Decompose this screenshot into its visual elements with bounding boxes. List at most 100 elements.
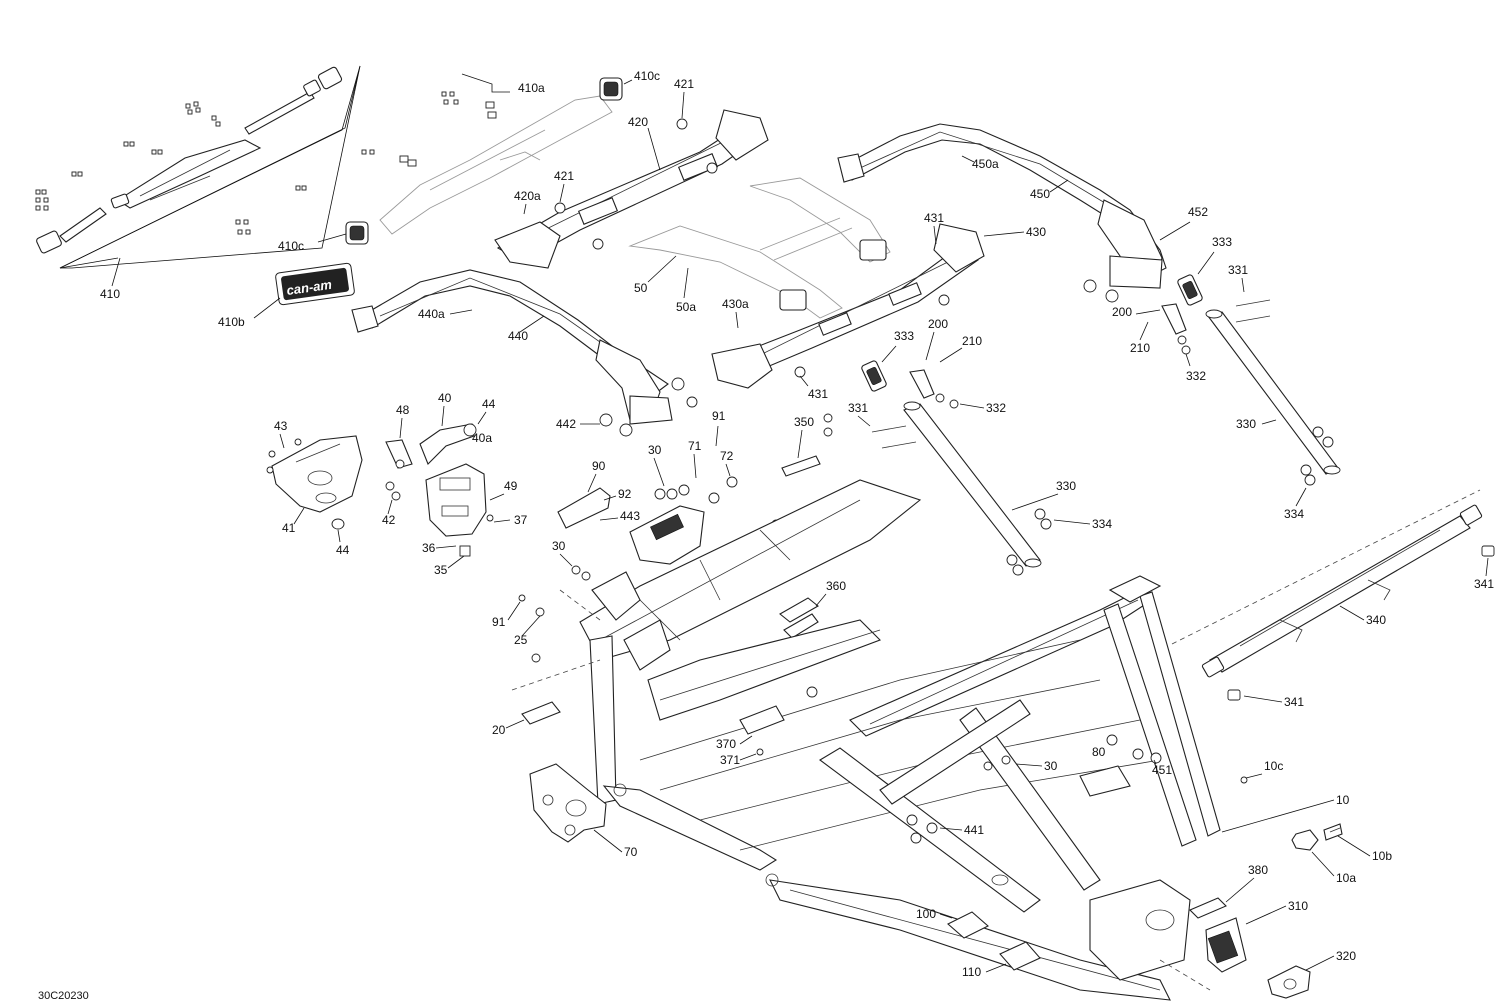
label-440: 440 xyxy=(508,329,528,343)
label-210-right: 210 xyxy=(1130,341,1150,355)
strap-350 xyxy=(781,455,821,477)
driveshaft-hardware xyxy=(35,101,221,211)
label-35: 35 xyxy=(434,563,448,577)
steering-tube-40 xyxy=(419,423,477,465)
label-72: 72 xyxy=(720,449,734,463)
label-443: 443 xyxy=(620,509,640,523)
rear-bar-50-ghost xyxy=(628,177,891,319)
label-332-mid: 332 xyxy=(986,401,1006,415)
label-10c: 10c xyxy=(1264,759,1283,773)
label-333-right: 333 xyxy=(1212,235,1232,249)
center-mount xyxy=(629,505,705,565)
bracket-380 xyxy=(1189,897,1227,919)
label-410a: 410a xyxy=(518,81,545,95)
driveshaft-middle xyxy=(110,139,262,209)
label-10a: 10a xyxy=(1336,871,1356,885)
plate-110 xyxy=(999,941,1041,971)
rollbar-450 xyxy=(837,123,1167,289)
label-450: 450 xyxy=(1030,187,1050,201)
label-370: 370 xyxy=(716,737,736,751)
can-am-logo-decal: can-am xyxy=(275,262,355,306)
label-430: 430 xyxy=(1026,225,1046,239)
steering-bracket-41 xyxy=(271,435,363,513)
label-334-mid: 334 xyxy=(1092,517,1112,531)
bracket-370 xyxy=(739,705,785,735)
label-80: 80 xyxy=(1092,745,1106,759)
label-36: 36 xyxy=(422,541,436,555)
label-431-bottom: 431 xyxy=(808,387,828,401)
label-452: 452 xyxy=(1188,205,1208,219)
label-91-left: 91 xyxy=(492,615,506,629)
label-450a: 450a xyxy=(972,157,999,171)
label-40a: 40a xyxy=(472,431,492,445)
bar-330-mid xyxy=(903,401,1042,568)
label-100: 100 xyxy=(916,907,936,921)
main-frame-10 xyxy=(579,479,1221,1001)
label-331-mid: 331 xyxy=(848,401,868,415)
label-210-mid: 210 xyxy=(962,334,982,348)
label-90: 90 xyxy=(592,459,606,473)
label-332-right: 332 xyxy=(1186,369,1206,383)
label-10: 10 xyxy=(1336,793,1350,807)
label-49: 49 xyxy=(504,479,518,493)
label-42: 42 xyxy=(382,513,396,527)
label-43: 43 xyxy=(274,419,288,433)
driveshaft-upper xyxy=(244,66,343,135)
label-200-right: 200 xyxy=(1112,305,1132,319)
label-334-right: 334 xyxy=(1284,507,1304,521)
label-30-left: 30 xyxy=(552,539,566,553)
label-410: 410 xyxy=(100,287,120,301)
label-25: 25 xyxy=(514,633,528,647)
driveshaft-lower xyxy=(36,207,107,254)
bar-330-right xyxy=(1205,309,1341,475)
label-420a: 420a xyxy=(514,189,541,203)
clamp-410c-bottom xyxy=(345,221,369,245)
tube-340 xyxy=(1201,504,1483,678)
clamp-333-right xyxy=(1177,274,1203,306)
label-442: 442 xyxy=(556,417,576,431)
bracket-20 xyxy=(521,701,561,725)
label-91-top: 91 xyxy=(712,409,726,423)
label-320: 320 xyxy=(1336,949,1356,963)
driveshaft-kit-group: 410 xyxy=(35,65,361,301)
label-421-top: 421 xyxy=(674,77,694,91)
plate-100 xyxy=(947,911,989,939)
steering-mount xyxy=(425,463,487,537)
label-330-mid: 330 xyxy=(1056,479,1076,493)
label-37: 37 xyxy=(514,513,528,527)
bracket-90 xyxy=(557,487,611,529)
bracket-70 xyxy=(529,763,607,843)
label-50a: 50a xyxy=(676,300,696,314)
hitch-310 xyxy=(1205,917,1247,973)
cross-member-420 xyxy=(494,109,769,269)
label-431-top: 431 xyxy=(924,211,944,225)
rollbar-440 xyxy=(351,269,673,425)
label-200-mid: 200 xyxy=(928,317,948,331)
label-71: 71 xyxy=(688,439,702,453)
bolt-10b xyxy=(1323,823,1343,841)
label-44-bottom: 44 xyxy=(336,543,350,557)
label-40: 40 xyxy=(438,391,452,405)
label-50: 50 xyxy=(634,281,648,295)
label-92: 92 xyxy=(618,487,632,501)
label-410c-top: 410c xyxy=(634,69,660,83)
label-380: 380 xyxy=(1248,863,1268,877)
label-451: 451 xyxy=(1152,763,1172,777)
frame-hardware xyxy=(518,594,1162,844)
label-333-mid: 333 xyxy=(894,329,914,343)
label-331-right: 331 xyxy=(1228,263,1248,277)
clamp-333-mid xyxy=(861,360,887,392)
label-421-mid: 421 xyxy=(554,169,574,183)
label-360: 360 xyxy=(826,579,846,593)
label-20: 20 xyxy=(492,723,506,737)
label-441: 441 xyxy=(964,823,984,837)
clamp-410c-top xyxy=(599,77,623,101)
label-430a: 430a xyxy=(722,297,749,311)
label-371: 371 xyxy=(720,753,740,767)
label-350: 350 xyxy=(794,415,814,429)
strap-360 xyxy=(779,597,819,639)
label-110: 110 xyxy=(962,965,981,979)
label-310: 310 xyxy=(1288,899,1308,913)
logo-text: can-am xyxy=(286,277,334,298)
label-44-top: 44 xyxy=(482,397,496,411)
